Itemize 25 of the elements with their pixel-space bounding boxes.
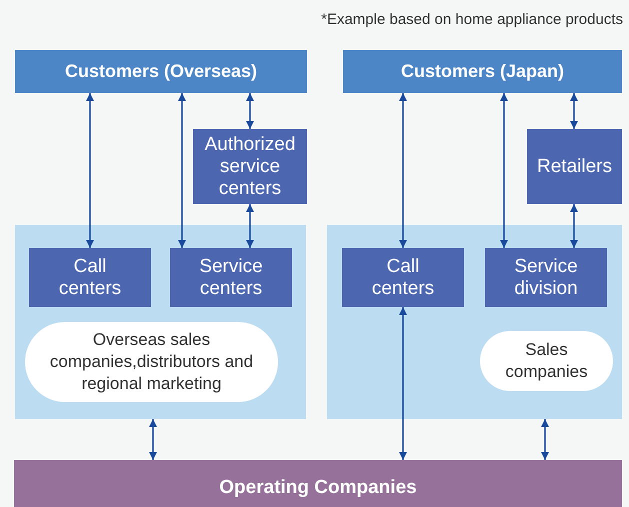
process-box: Service centers	[170, 248, 292, 307]
double-arrow	[246, 204, 254, 248]
rounded-label-box: Sales companies	[480, 331, 613, 391]
double-arrow	[178, 93, 186, 248]
process-box: Service division	[485, 248, 607, 307]
double-arrow	[399, 307, 407, 460]
double-arrow	[86, 93, 94, 248]
double-arrow	[541, 419, 549, 460]
customer-box: Customers (Japan)	[343, 50, 622, 93]
double-arrow	[500, 93, 508, 248]
double-arrow	[399, 93, 407, 248]
process-box: Retailers	[527, 129, 622, 204]
base-bar: Operating Companies	[14, 460, 622, 507]
process-box: Call centers	[29, 248, 151, 307]
group-panel	[15, 225, 306, 419]
process-box: Authorized service centers	[193, 129, 307, 204]
double-arrow	[246, 93, 254, 129]
rounded-label-box: Overseas sales companies,distributors and regional marketing	[25, 322, 278, 402]
double-arrow	[149, 419, 157, 460]
footnote: *Example based on home appliance products	[321, 11, 623, 28]
customer-box: Customers (Overseas)	[15, 50, 307, 93]
process-box: Call centers	[342, 248, 464, 307]
double-arrow	[570, 93, 578, 129]
double-arrow	[570, 204, 578, 248]
group-panel	[327, 225, 622, 419]
